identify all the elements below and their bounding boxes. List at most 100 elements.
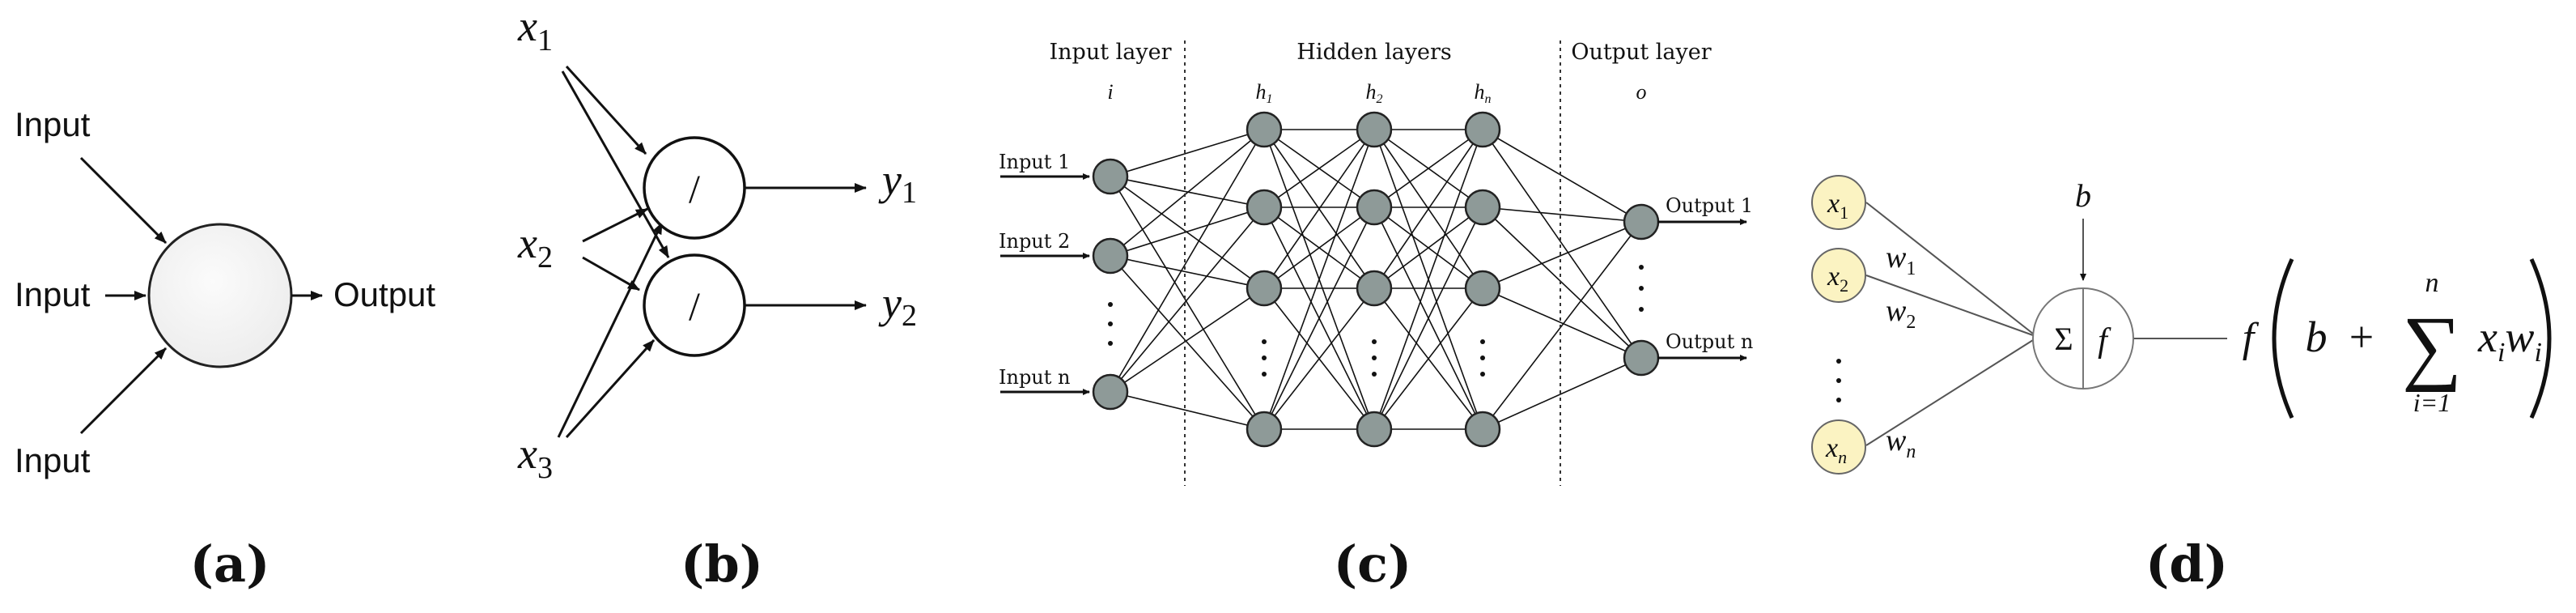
edge-h2-3-hn-2	[1373, 206, 1483, 289]
hn-node-4	[1464, 411, 1501, 448]
output-y1-base: y	[878, 155, 902, 204]
input-node-1-base: x	[1827, 189, 1840, 219]
output-label-n: Output n	[1666, 330, 1753, 353]
input-node-1-sub: 1	[1840, 202, 1848, 223]
header-output-layer: Output layer	[1571, 40, 1711, 65]
formula-upper: n	[2425, 268, 2439, 298]
edge-input-3-h1-1	[1110, 129, 1265, 393]
edge-input-1-h1-4	[1110, 176, 1265, 430]
formula-right-paren	[2529, 258, 2552, 419]
edge-input-3-h1-4	[1110, 391, 1265, 430]
panel-b: / / x1 x2 x3 y1 y2 (b)	[517, 2, 917, 594]
h1-node-2	[1246, 189, 1283, 226]
edge-x2-n2	[582, 256, 640, 292]
edge-h2-4-hn-2	[1373, 206, 1483, 430]
edge-x1-n2	[561, 70, 670, 258]
sublabel-hn: hn	[1475, 80, 1492, 106]
edge-h2-3-hn-1	[1373, 129, 1483, 289]
input-node-1	[1811, 175, 1866, 230]
ellipsis-hn	[1480, 339, 1485, 377]
formula-x: x	[2477, 313, 2497, 361]
h1-node-4	[1246, 411, 1283, 448]
output-label-1: Output 1	[1666, 194, 1753, 217]
edge-hn-2-output-2	[1482, 206, 1642, 359]
formula-f: f	[2243, 315, 2260, 361]
panel-c: Input layer Hidden layers Output layer i…	[999, 40, 1753, 594]
hn-node-3	[1464, 270, 1501, 307]
input-label-middle: Input	[15, 275, 91, 313]
output-y1: y1	[878, 155, 917, 210]
edge-h1-4-h2-2	[1263, 206, 1375, 430]
ellipsis-h2	[1372, 339, 1377, 377]
input-node-n-label: xn	[1825, 433, 1847, 467]
edge-h1-2-h2-1	[1263, 129, 1375, 208]
h2-node-3	[1356, 270, 1393, 307]
weight-n-sub: n	[1906, 441, 1916, 462]
edge-h1-3-h2-1	[1263, 129, 1375, 289]
caption-b: (b)	[681, 534, 763, 594]
bias-label: b	[2075, 177, 2091, 214]
output-y2-sub: 2	[902, 299, 917, 333]
weight-1-sub: 1	[1906, 258, 1916, 279]
formula-w-sub: i	[2534, 338, 2541, 368]
edge-h2-4-hn-3	[1373, 287, 1483, 430]
weight-n: wn	[1886, 424, 1916, 462]
formula-left-paren	[2272, 258, 2294, 419]
input-node-n	[1811, 419, 1866, 475]
input-label-2: Input 2	[999, 230, 1070, 253]
edge-hn-3-output-2	[1482, 287, 1642, 359]
input-x2: x2	[517, 219, 553, 275]
edge-input-3-h1-3	[1110, 287, 1265, 393]
weight-n-base: w	[1886, 424, 1907, 458]
edge-x2-sum	[1865, 275, 2034, 336]
edge-x2-n1	[582, 207, 648, 243]
weight-2-base: w	[1886, 294, 1907, 328]
sublabel-hn-base: h	[1475, 80, 1485, 104]
input-node-2-label: x2	[1827, 262, 1848, 296]
weight-2-sub: 2	[1906, 312, 1916, 333]
edge-x3-n1	[557, 222, 664, 438]
weight-2: w2	[1886, 294, 1916, 333]
ellipsis-output	[1639, 265, 1644, 312]
input-x1: x1	[517, 2, 553, 57]
input-arrow-bottom	[79, 347, 168, 435]
ellipsis-h1	[1262, 339, 1267, 377]
network-edges	[1110, 129, 1642, 430]
node-1-symbol: /	[689, 166, 700, 211]
sublabel-h2-base: h	[1366, 80, 1377, 104]
sublabel-h1-base: h	[1256, 80, 1267, 104]
caption-d: (d)	[2145, 534, 2228, 594]
output-formula: f b + n ∑ i=1 xiwi	[2243, 258, 2552, 419]
network-nodes	[1092, 111, 1660, 448]
edge-hn-1-output-2	[1482, 129, 1642, 359]
node-2-symbol: /	[689, 283, 700, 329]
edge-h1-4-h2-1	[1263, 129, 1375, 430]
input-x1-base: x	[517, 2, 537, 50]
input-node-n-sub: n	[1838, 447, 1847, 467]
input-node-n-base: x	[1825, 433, 1838, 463]
input-node-1-label: x1	[1827, 189, 1848, 223]
input-node-3	[1092, 373, 1129, 411]
sum-symbol: Σ	[2054, 321, 2073, 357]
sublabel-i: i	[1107, 80, 1113, 104]
input-node-1	[1092, 158, 1129, 195]
edge-h2-2-hn-1	[1373, 129, 1483, 208]
input-x3-sub: 3	[537, 451, 553, 485]
h2-node-4	[1356, 411, 1393, 448]
edge-hn-3-output-1	[1482, 221, 1642, 289]
formula-b: b	[2306, 313, 2328, 361]
output-y1-sub: 1	[902, 176, 917, 210]
edge-h2-4-hn-1	[1373, 129, 1483, 430]
formula-sigma: ∑	[2402, 300, 2462, 393]
edge-input-2-h1-4	[1110, 255, 1265, 430]
edge-input-2-h1-2	[1110, 206, 1265, 257]
weight-1: w1	[1886, 241, 1916, 279]
neuron-node	[147, 223, 293, 368]
output-label: Output	[333, 275, 435, 313]
input-x2-sub: 2	[537, 241, 553, 275]
h2-node-1	[1356, 111, 1393, 148]
header-hidden-layers: Hidden layers	[1296, 40, 1451, 65]
output-y2-base: y	[878, 279, 902, 327]
input-label-1: Input 1	[999, 151, 1070, 173]
